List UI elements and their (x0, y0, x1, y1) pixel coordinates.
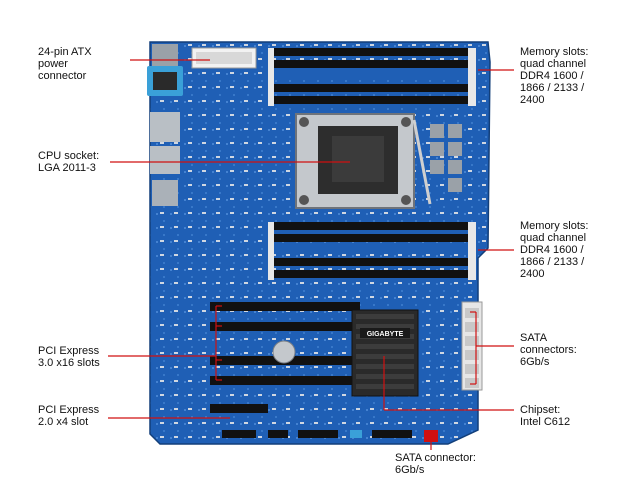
vrm-chokes (430, 124, 462, 192)
callout-lines (108, 59, 514, 450)
cmos-battery (272, 340, 296, 364)
rear-io-cluster (147, 44, 183, 206)
label-sata-connector: SATA connector: 6Gb/s (395, 452, 476, 476)
bottom-headers (222, 430, 438, 442)
cpu-socket (295, 113, 432, 209)
chipset-heatsink: GIGABYTE (351, 309, 419, 397)
brand-logo: GIGABYTE (367, 331, 404, 338)
label-sata-connectors: SATA connectors: 6Gb/s (520, 332, 577, 368)
label-atx-power: 24-pin ATX power connector (38, 46, 92, 82)
label-cpu-socket: CPU socket: LGA 2011-3 (38, 150, 100, 174)
label-memory-bottom: Memory slots: quad channel DDR4 1600 / 1… (520, 220, 589, 280)
label-chipset: Chipset: Intel C612 (520, 404, 571, 428)
dimm-slots-top (268, 48, 476, 106)
atx-power-connector (191, 47, 257, 69)
dimm-slots-bottom (268, 222, 476, 280)
label-pcie3: PCI Express 3.0 x16 slots (38, 345, 100, 369)
label-pcie2: PCI Express 2.0 x4 slot (38, 404, 100, 428)
label-memory-top: Memory slots: quad channel DDR4 1600 / 1… (520, 46, 589, 106)
